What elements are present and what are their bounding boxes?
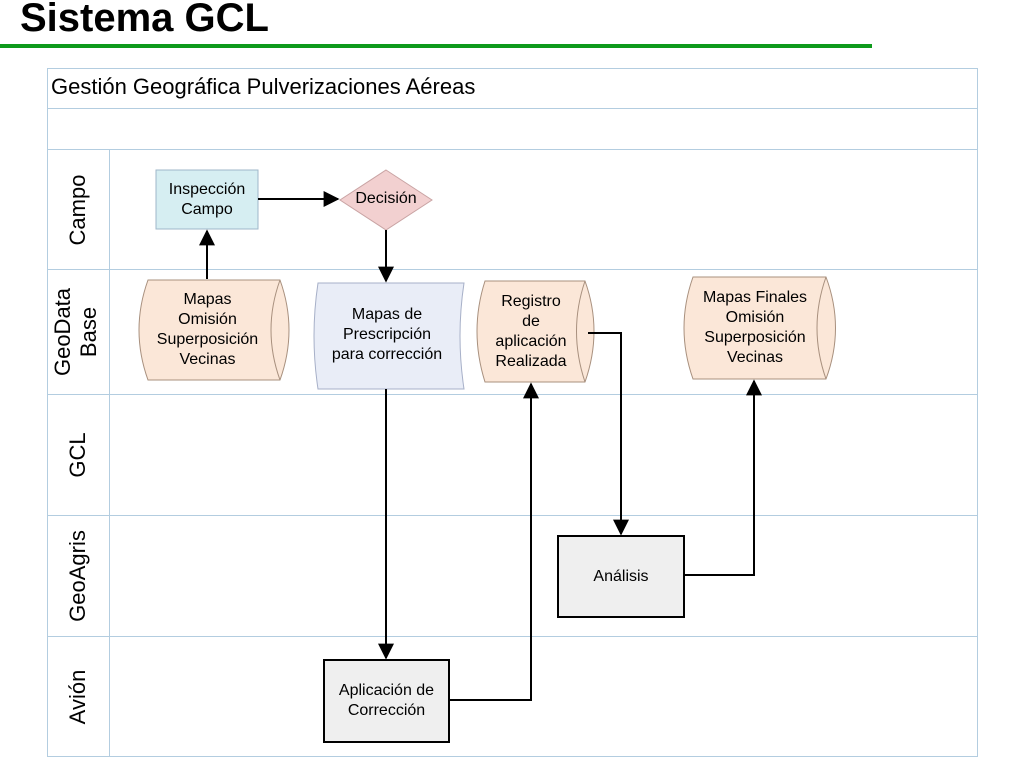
lane-header-divider: [109, 149, 110, 757]
lane-divider: [47, 269, 978, 270]
arrow-analisis-to-finales: [684, 379, 762, 576]
prescripcion-label: Mapas de Prescripción para corrección: [331, 306, 443, 363]
lane-divider: [47, 108, 978, 109]
lane-divider: [47, 515, 978, 516]
lane-divider: [47, 636, 978, 637]
diagram-title: Gestión Geográfica Pulverizaciones Aérea…: [51, 74, 476, 99]
mapas-label: Mapas Omisión Superposición Vecinas: [156, 291, 259, 368]
lane-divider: [47, 149, 978, 150]
lane-divider: [47, 394, 978, 395]
prescripcion-store-shape: [313, 282, 465, 390]
arrow-aplicacion-to-registro: [449, 382, 539, 701]
title-underline: [0, 44, 872, 48]
swimlane-frame: [47, 68, 978, 757]
aplicacion-box: [323, 659, 450, 743]
analisis-box: [557, 535, 685, 618]
decision-label: Decisión: [355, 190, 417, 207]
aplicacion-label: Aplicación de Corrección: [338, 682, 435, 719]
arrow-registro-to-analisis: [588, 332, 629, 536]
finales-label: Mapas Finales Omisión Superposición Veci…: [702, 289, 808, 366]
analisis-label: Análisis: [593, 567, 649, 585]
slide-title: Sistema GCL: [20, 0, 269, 40]
registro-label: Registro de aplicación Realizada: [495, 293, 567, 370]
